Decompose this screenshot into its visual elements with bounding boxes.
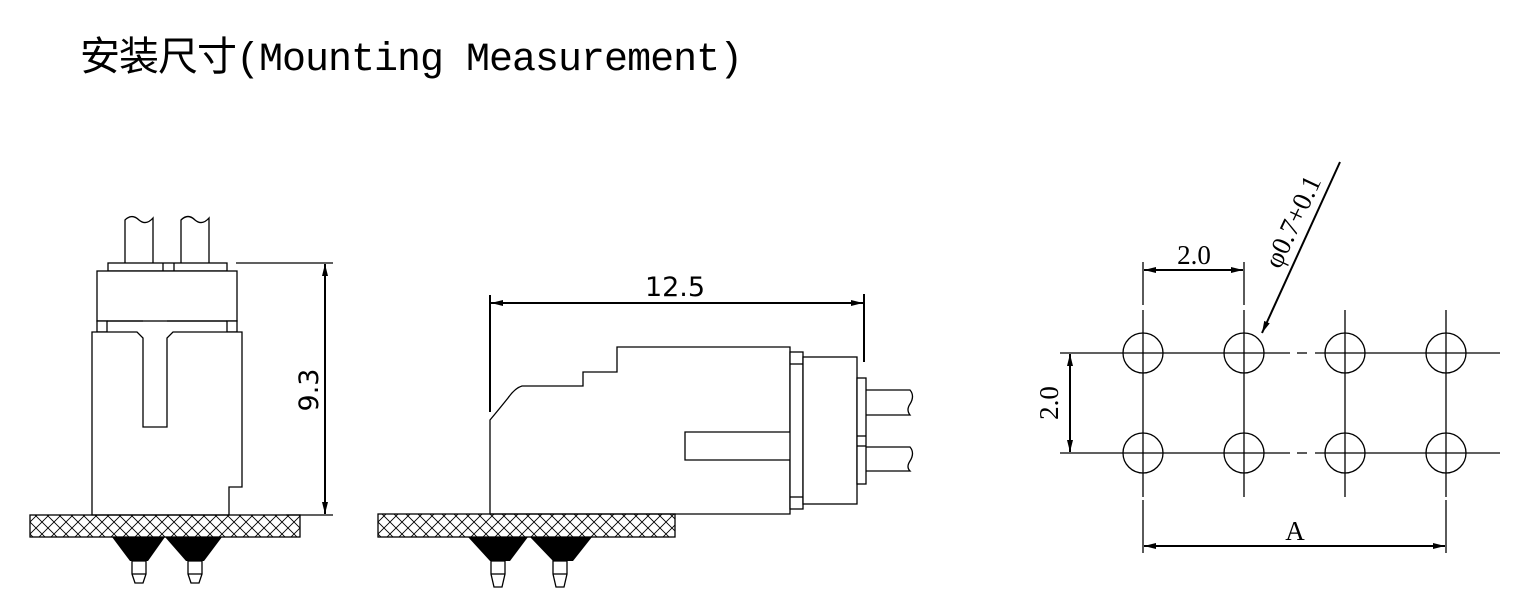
mounting-hole xyxy=(1425,332,1467,374)
housing-body xyxy=(489,346,791,515)
pcb-section xyxy=(29,514,301,538)
solder-pins xyxy=(112,537,222,584)
front-view: 12.5 xyxy=(377,272,914,588)
pcb-section xyxy=(377,513,676,538)
front-plate xyxy=(856,377,867,485)
height-dimension: 9.3 xyxy=(236,262,333,516)
hole-diameter-callout: φ0.7+0.1 xyxy=(1258,161,1341,334)
housing-body xyxy=(91,331,243,516)
hole-layout: 2.0 2.0 A φ0.7+0.1 xyxy=(1034,161,1500,553)
pitch-x-label: 2.0 xyxy=(1177,240,1211,270)
connector-block xyxy=(802,356,858,505)
hole-dia-label: φ0.7+0.1 xyxy=(1258,171,1327,273)
top-block xyxy=(96,270,238,322)
mounting-hole xyxy=(1223,332,1265,374)
width-dimension: A xyxy=(1142,500,1447,553)
page-title: 安装尺寸(Mounting Measurement) xyxy=(80,38,743,83)
mounting-hole xyxy=(1324,332,1366,374)
mounting-hole xyxy=(1122,332,1164,374)
wire xyxy=(866,446,914,472)
height-dim-label: 9.3 xyxy=(294,369,325,412)
wire xyxy=(866,389,914,416)
width-dim-label: A xyxy=(1285,516,1305,546)
length-dimension: 12.5 xyxy=(489,272,865,412)
length-dim-label: 12.5 xyxy=(645,272,705,303)
solder-pins xyxy=(468,537,592,588)
mounting-hole xyxy=(1425,432,1467,474)
mounting-hole xyxy=(1122,432,1164,474)
mounting-hole xyxy=(1223,432,1265,474)
top-plate xyxy=(107,262,228,272)
side-view: 9.3 xyxy=(29,215,333,584)
wires xyxy=(124,215,210,263)
mounting-hole xyxy=(1324,432,1366,474)
pitch-y-dimension: 2.0 xyxy=(1034,352,1095,454)
pitch-x-dimension: 2.0 xyxy=(1142,240,1245,305)
pitch-y-label: 2.0 xyxy=(1034,386,1064,420)
